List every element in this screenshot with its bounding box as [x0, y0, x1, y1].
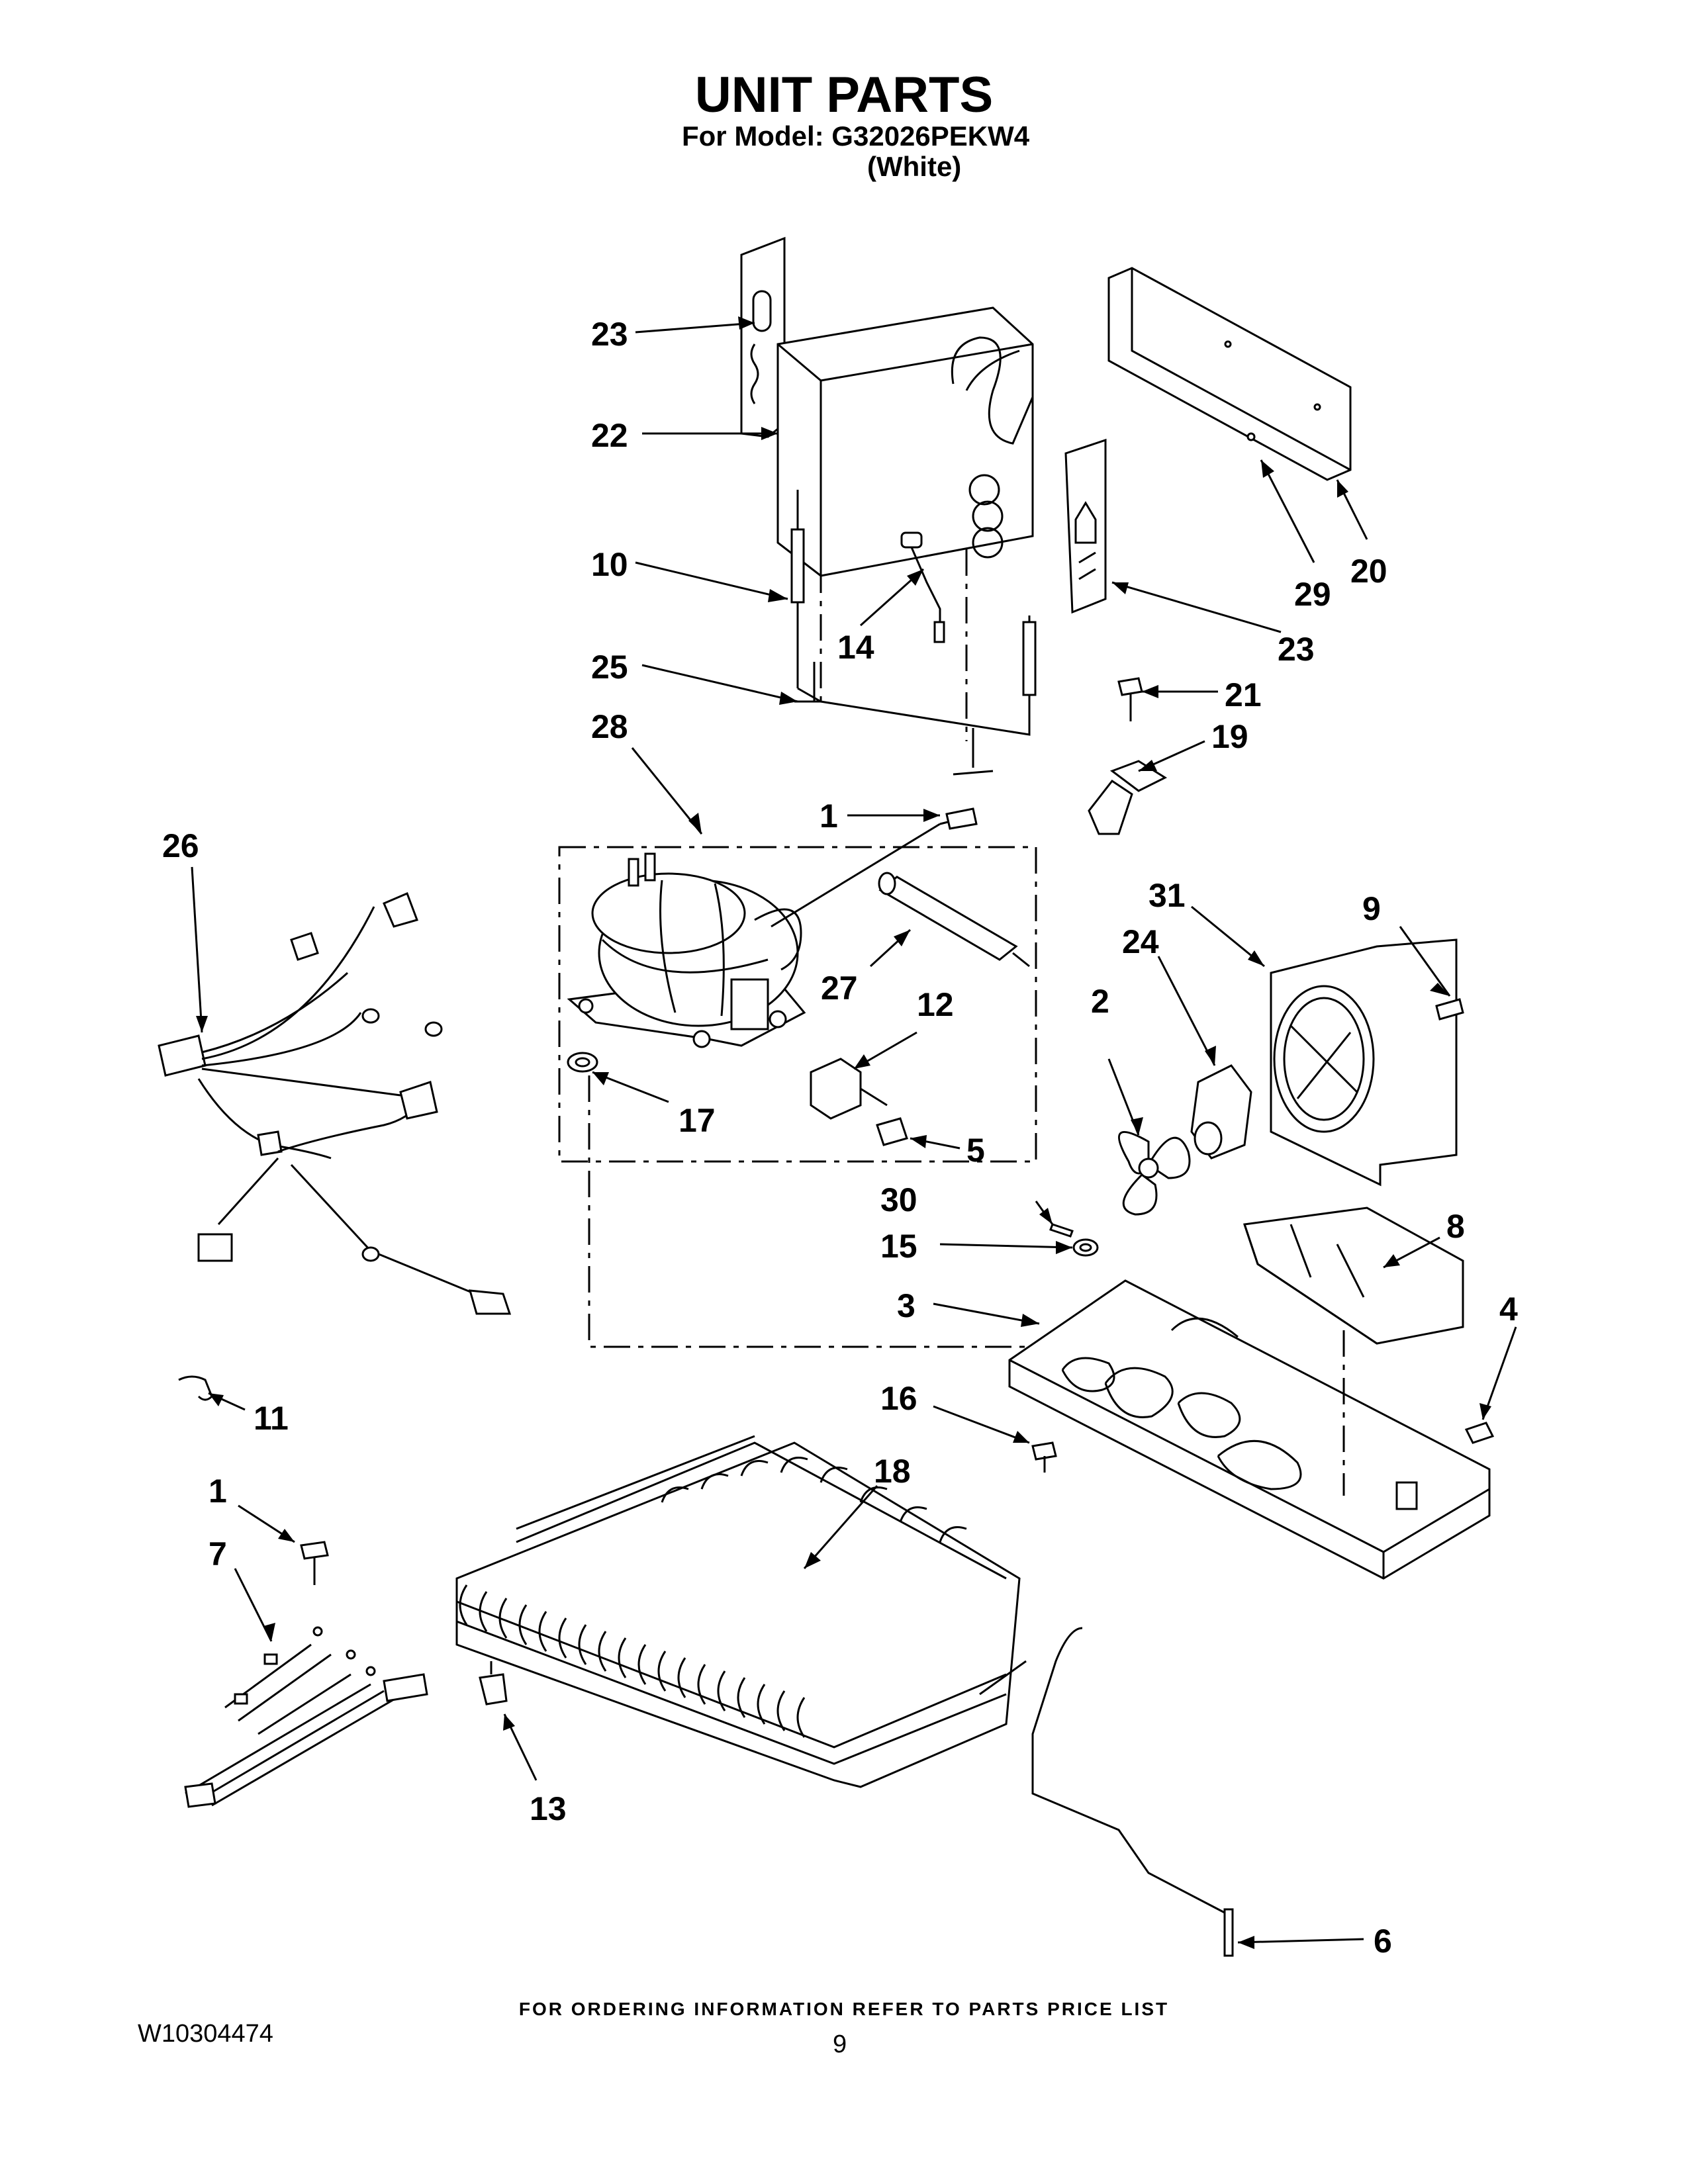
callout-31: 31: [1149, 877, 1186, 914]
compressor-wiring-harness: [184, 1626, 428, 1808]
screw-21: [1117, 677, 1143, 721]
condenser-fan-motor: [1190, 1064, 1252, 1160]
callout-27: 27: [821, 970, 858, 1007]
callout-14: 14: [837, 629, 874, 666]
compressor: [567, 852, 806, 1048]
callout-4: 4: [1499, 1291, 1518, 1328]
callout-1a: 1: [820, 797, 838, 835]
callout-25: 25: [591, 649, 628, 686]
callout-23b: 23: [1278, 631, 1315, 668]
compressor-mount-grommet: [1072, 1238, 1099, 1257]
start-relay: [810, 1058, 888, 1120]
screw-29: [1246, 432, 1256, 441]
leader-arrowheads: [196, 316, 1491, 1949]
callout-2: 2: [1091, 983, 1109, 1020]
callout-labels: 23 22 10 14 25 28 1 26 27 12 17 5 20 29 …: [162, 316, 1518, 1960]
screw-4: [1464, 1422, 1495, 1444]
screw-1-top: [939, 807, 978, 830]
compressor-to-screw-line: [771, 823, 941, 928]
callout-7: 7: [209, 1535, 227, 1572]
callout-11: 11: [254, 1400, 289, 1437]
callout-5: 5: [966, 1132, 985, 1169]
compressor-grommet: [567, 1052, 598, 1073]
drain-tube: [1031, 1627, 1229, 1953]
callout-26: 26: [162, 827, 199, 864]
wire-clip: [178, 1375, 213, 1401]
callout-9: 9: [1362, 890, 1381, 927]
evaporator-bracket-right: [1064, 438, 1107, 614]
callout-18: 18: [874, 1453, 911, 1490]
callout-23a: 23: [591, 316, 628, 353]
screw-1-bottom: [300, 1541, 329, 1585]
callout-29: 29: [1294, 576, 1331, 613]
defrost-heater: [790, 490, 1037, 776]
evaporator-cover: [1107, 267, 1352, 481]
condenser-clip: [479, 1661, 508, 1706]
page-title: UNIT PARTS: [694, 67, 994, 123]
callout-12: 12: [917, 986, 954, 1023]
compressor-to-base-line: [588, 1075, 1033, 1348]
relay-cover: [876, 1117, 908, 1146]
compressor-group-box: [558, 846, 1037, 1163]
evaporator: [776, 306, 1034, 577]
model-number: For Model: G32026PEKW4: [682, 120, 1030, 152]
callout-10: 10: [591, 546, 628, 583]
document-number: W10304474: [138, 2020, 273, 2048]
defrost-thermostat: [900, 531, 945, 643]
callout-1b: 1: [209, 1473, 227, 1510]
callout-16: 16: [880, 1380, 917, 1417]
ordering-note: FOR ORDERING INFORMATION REFER TO PARTS …: [518, 1999, 1170, 2019]
callout-20: 20: [1350, 553, 1387, 590]
callout-13: 13: [530, 1790, 567, 1827]
callout-21: 21: [1225, 676, 1262, 713]
callout-28: 28: [591, 708, 628, 745]
drain-tube-end: [1223, 1908, 1234, 1957]
page-number: 9: [833, 2030, 847, 2058]
model-color: (White): [867, 151, 962, 182]
fan-blade: [1118, 1131, 1191, 1216]
callout-30: 30: [880, 1181, 917, 1218]
screw-16: [1031, 1441, 1057, 1473]
callout-15: 15: [880, 1228, 917, 1265]
evaporator-bracket-left: [740, 236, 786, 438]
fan-spacer: [1049, 1223, 1074, 1238]
drain-bracket: [1088, 760, 1168, 835]
screw-9: [1435, 998, 1464, 1021]
condenser: [455, 1435, 1027, 1788]
callout-24: 24: [1122, 923, 1159, 960]
callout-3: 3: [897, 1287, 915, 1324]
compressor-base-plate: [1008, 1279, 1491, 1580]
callout-22: 22: [591, 417, 628, 454]
callout-8: 8: [1446, 1208, 1465, 1245]
callout-17: 17: [679, 1102, 716, 1139]
fan-bracket: [1243, 1206, 1464, 1345]
fan-shroud: [1270, 938, 1458, 1187]
callout-6: 6: [1374, 1923, 1392, 1960]
filter-drier: [878, 872, 1030, 968]
callout-19: 19: [1211, 718, 1248, 755]
main-wiring-harness: [158, 892, 512, 1315]
